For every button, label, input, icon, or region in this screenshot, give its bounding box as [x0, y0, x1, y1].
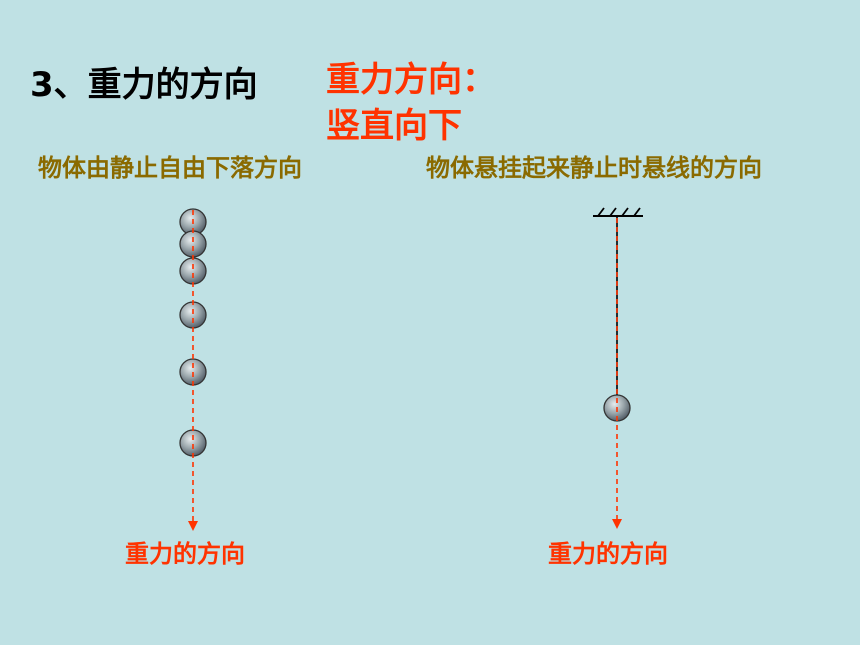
answer-line-2: 竖直向下 — [326, 106, 462, 146]
ball-icon — [179, 301, 207, 329]
section-heading: 3、重力的方向 — [30, 65, 258, 105]
answer-block: 重力方向： 竖直向下 — [326, 57, 496, 149]
left-gravity-arrow — [188, 210, 198, 531]
right-caption: 物体悬挂起来静止时悬线的方向 — [426, 154, 762, 182]
falling-ball-group — [179, 208, 207, 457]
right-direction-label: 重力的方向 — [548, 540, 668, 568]
left-caption: 物体由静止自由下落方向 — [38, 154, 302, 182]
left-direction-label: 重力的方向 — [125, 540, 245, 568]
right-gravity-arrow — [612, 218, 622, 529]
answer-line-1: 重力方向： — [326, 60, 496, 100]
ball-icon — [179, 429, 207, 457]
ceiling-hatch-icon — [593, 207, 643, 217]
ball-icon — [179, 230, 207, 258]
ball-icon — [179, 257, 207, 285]
